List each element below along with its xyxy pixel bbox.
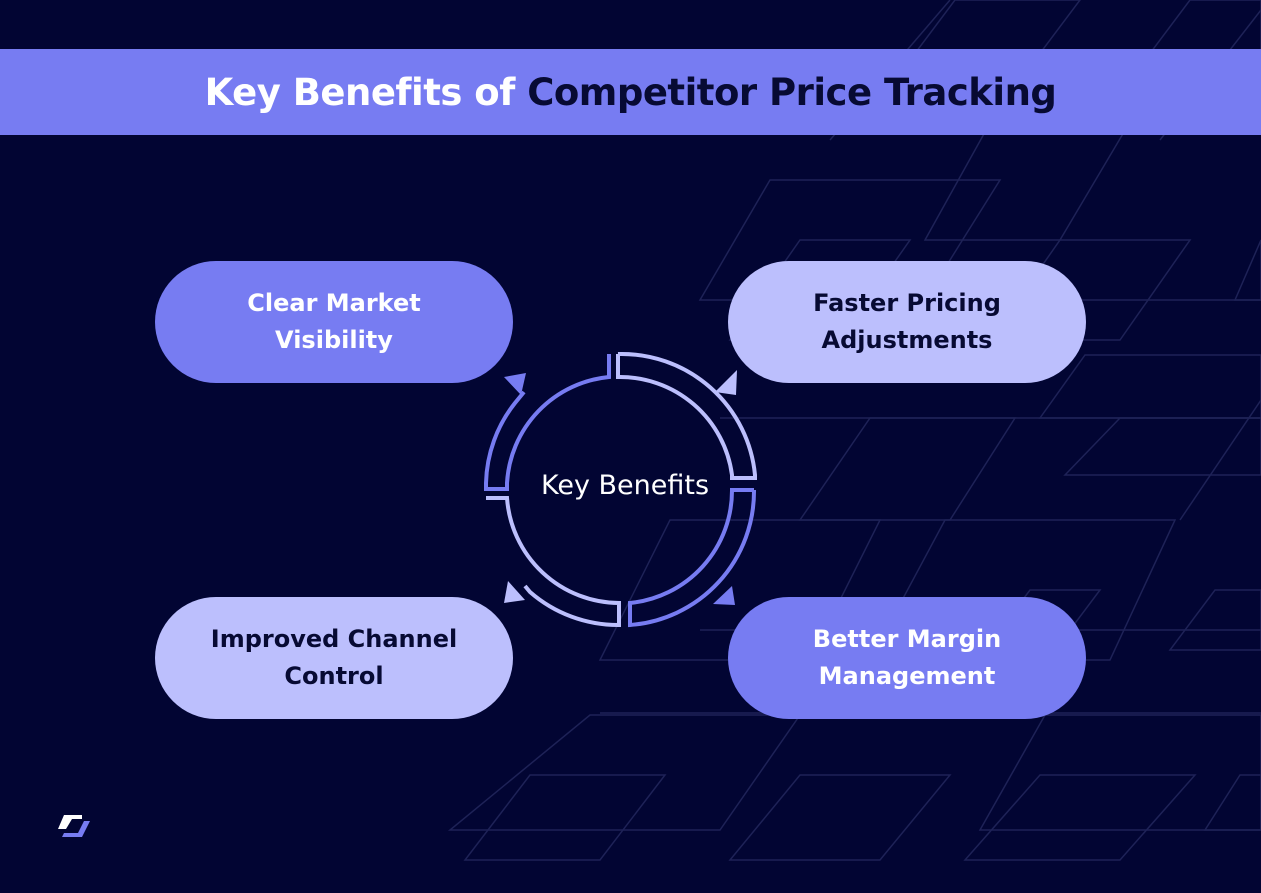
arrow-head-icon	[713, 586, 735, 605]
title-banner: Key Benefits of Competitor Price Trackin…	[0, 49, 1261, 135]
benefit-label-line2: Adjustments	[821, 326, 993, 354]
brand-logo-icon	[58, 815, 90, 837]
benefit-label-line1: Clear Market	[247, 289, 421, 317]
benefit-label-line2: Management	[818, 662, 996, 690]
benefit-label-line1: Improved Channel	[210, 625, 458, 653]
title-highlight-white: Key Benefits of	[204, 70, 516, 114]
arrow-head-icon	[504, 373, 526, 395]
benefit-label-line2: Visibility	[275, 326, 393, 354]
title-highlight-dark: Competitor Price Tracking	[527, 70, 1057, 114]
page-title: Key Benefits of Competitor Price Trackin…	[205, 71, 1057, 114]
arrow-head-icon	[504, 581, 525, 603]
cycle-center-label: Key Benefits	[540, 470, 710, 501]
benefit-label-line1: Faster Pricing	[813, 289, 1001, 317]
cycle-arrows-icon	[484, 351, 757, 628]
benefit-label-line1: Better Margin	[812, 625, 1002, 653]
arrow-head-icon	[715, 370, 737, 395]
benefit-label-line2: Control	[284, 662, 384, 690]
